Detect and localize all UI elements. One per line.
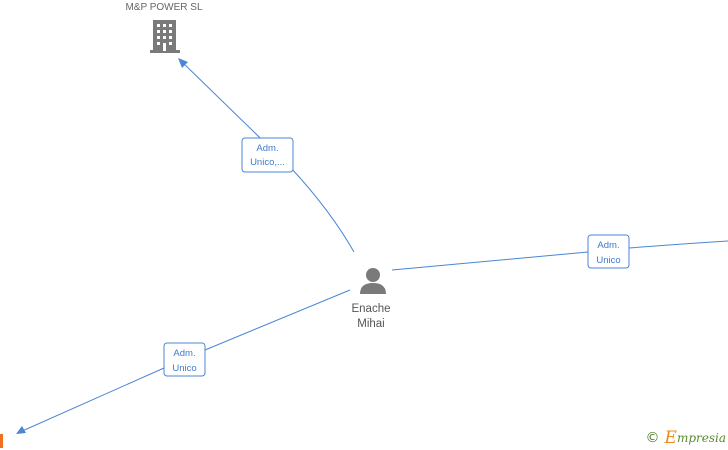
edge-to-bottom-left[interactable] — [16, 289, 351, 434]
edge-to-right[interactable] — [391, 240, 728, 271]
copyright-icon: © — [645, 430, 660, 446]
edge-line-to-bottom-left — [19, 289, 351, 433]
edge-line-to-right — [391, 240, 728, 271]
person-icon — [360, 268, 386, 294]
edge-to-company[interactable] — [178, 58, 355, 253]
edge-label-line1: Adm. — [256, 143, 278, 154]
offscreen-node-marker — [0, 434, 3, 448]
edge-label-line1: Adm. — [597, 240, 619, 251]
person-name-last: Mihai — [357, 318, 384, 330]
company-node[interactable]: M&P POWER SL — [125, 2, 203, 53]
person-node[interactable]: Enache Mihai — [351, 268, 391, 330]
arrow-head-bottom-left — [16, 426, 26, 434]
brand-name: mpresia — [676, 431, 726, 445]
brand-initial: E — [664, 427, 677, 448]
edge-label-line2: Unico — [596, 255, 620, 266]
edge-label-to-bottom-left[interactable]: Adm. Unico — [163, 342, 206, 377]
person-name-first: Enache — [351, 303, 390, 315]
edge-label-to-company[interactable]: Adm. Unico,... — [241, 137, 294, 173]
company-name[interactable]: M&P POWER SL — [125, 2, 202, 13]
edge-label-line2: Unico,... — [250, 157, 285, 168]
building-icon — [150, 20, 180, 53]
edge-label-line2: Unico — [172, 363, 196, 374]
edge-line-to-company — [179, 59, 355, 253]
edge-label-line1: Adm. — [173, 348, 195, 359]
arrow-head-company — [178, 58, 188, 68]
edge-label-to-right[interactable]: Adm. Unico — [587, 234, 630, 269]
